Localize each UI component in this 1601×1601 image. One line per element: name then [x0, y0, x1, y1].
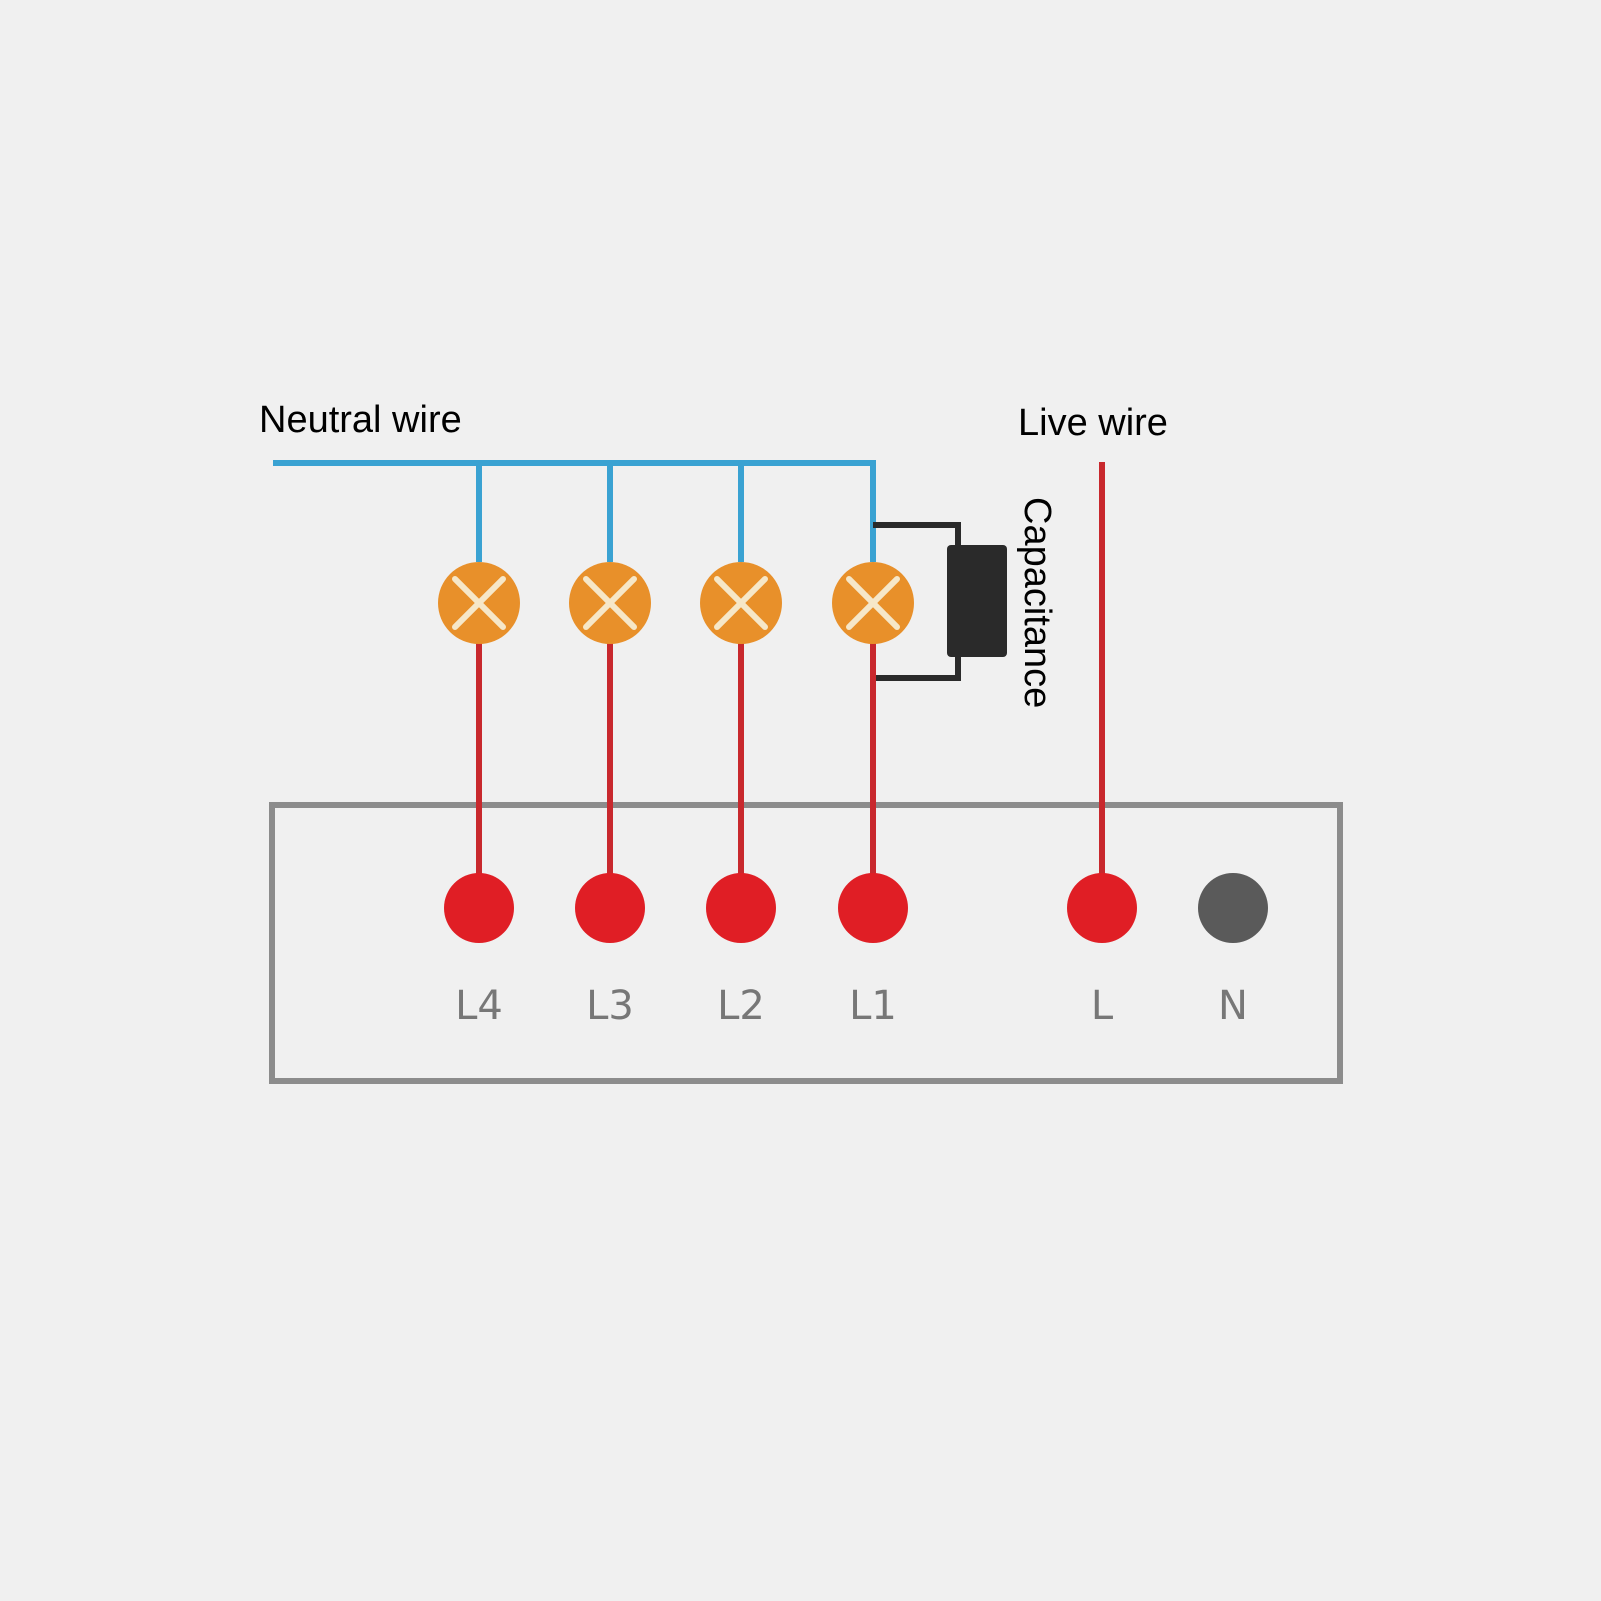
lamp-icon — [569, 562, 651, 644]
terminal-l1 — [838, 873, 908, 943]
capacitor-lead-top — [873, 522, 961, 550]
lamp-icon — [700, 562, 782, 644]
lamp-icon — [438, 562, 520, 644]
neutral-wire-label: Neutral wire — [259, 399, 462, 441]
capacitance-label: Capacitance — [1016, 497, 1058, 708]
terminal-label-l4: L4 — [455, 983, 503, 1029]
capacitor-lead-bottom — [873, 650, 961, 681]
terminal-l2 — [706, 873, 776, 943]
lamp-icon — [832, 562, 914, 644]
terminal-box — [269, 802, 1343, 1084]
lamp-live-wires — [476, 640, 876, 895]
neutral-wire — [273, 460, 876, 562]
live-wire-label: Live wire — [1018, 402, 1168, 444]
terminal-label-n: N — [1218, 983, 1248, 1029]
terminal-n — [1198, 873, 1268, 943]
terminal-l4 — [444, 873, 514, 943]
terminal-label-l2: L2 — [717, 983, 765, 1029]
terminal-label-l: L — [1091, 983, 1114, 1029]
terminal-l3 — [575, 873, 645, 943]
terminal-l — [1067, 873, 1137, 943]
terminal-label-l1: L1 — [849, 983, 897, 1029]
capacitor-icon — [947, 545, 1007, 657]
terminal-label-l3: L3 — [586, 983, 634, 1029]
